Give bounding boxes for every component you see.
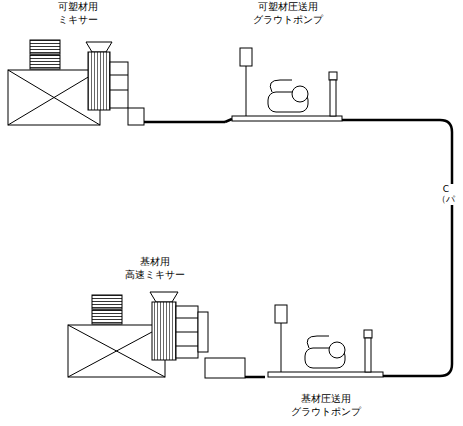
illustration-part [232,116,342,121]
illustration-part [364,330,372,338]
illustration-part [268,372,383,377]
illustration-part [281,323,282,372]
illustration-part [246,66,247,116]
illustration-part [144,121,150,124]
illustration-part [270,80,292,92]
bottom-pump [268,305,383,377]
illustration-part [30,55,60,69]
equipment-label: 基材圧送用 グラウトポンプ [290,392,362,418]
illustration-part [30,40,60,54]
grout-pump-unit: 可塑材圧送用 グラウトポンプ [225,0,350,124]
illustration-part [176,306,198,358]
illustration-part [110,62,128,108]
illustration-part [8,70,100,125]
illustration-part [88,52,110,110]
equipment-label: 基材用 高速ミキサー [124,255,186,281]
mixer-unit: 可塑材用 ミキサー [5,0,150,128]
illustration-part [92,295,122,309]
illustration-part [8,70,100,125]
illustration-part [8,70,100,125]
illustration-part [110,75,128,76]
illustration-part [68,325,165,377]
illustration-part [68,325,165,377]
illustration-part [245,376,250,379]
illustration-part [110,90,128,91]
illustration-part [92,310,122,324]
illustration-part [128,108,144,125]
illustration-part [225,119,232,122]
cut-off-label: C （パ [436,184,456,205]
equipment-label: 可塑材圧送用 グラウトポンプ [252,0,324,26]
illustration-part [68,325,165,377]
illustration-part [329,72,337,80]
illustration-part [205,358,245,378]
illustration-part [198,312,208,352]
grout-pump-unit: 基材圧送用 グラウトポンプ [265,298,387,418]
illustration-part [86,42,112,52]
illustration-part [292,86,308,102]
illustration-part [150,292,178,302]
bottom-mixer [68,292,250,378]
illustration-part [275,305,287,323]
illustration-part [176,332,198,333]
delivery-pipe [342,120,452,376]
mixer-unit: 基材用 高速ミキサー [60,255,250,383]
illustration-part [307,336,329,348]
illustration-part [330,80,336,116]
illustration-part [329,342,345,358]
equipment-label: 可塑材用 ミキサー [57,0,99,26]
illustration-part [152,302,176,360]
pipe-connector [250,376,265,379]
top-mixer [8,40,150,125]
pipe-connector [150,121,225,124]
illustration-part [176,318,198,319]
illustration-part [365,338,371,372]
top-pump [225,48,342,122]
illustration-part [240,48,252,66]
illustration-part [176,346,198,347]
